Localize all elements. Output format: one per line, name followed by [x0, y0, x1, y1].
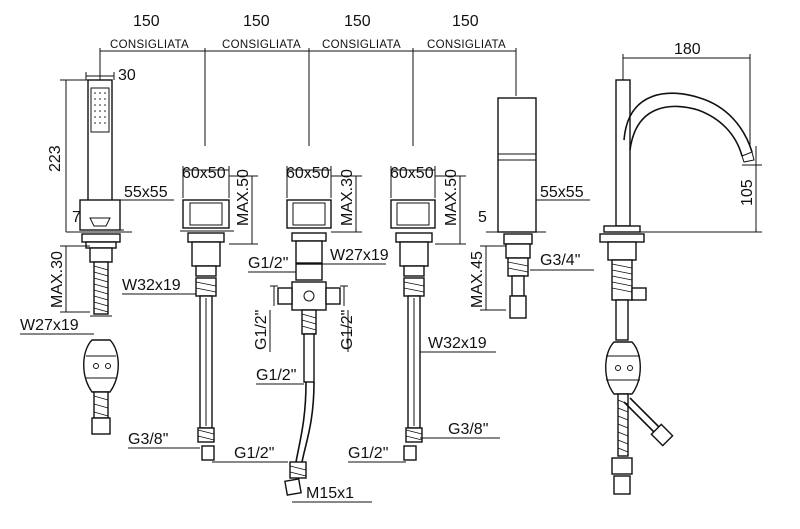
valve-right-outlet-thread: G1/2" [348, 445, 388, 462]
valve-left-nut: W32x19 [122, 277, 181, 294]
spacing-1-value: 150 [133, 13, 160, 30]
shower-holder-size: 55x55 [124, 184, 168, 201]
diverter-left-thread: G1/2" [253, 310, 270, 350]
diverter-nut: W27x19 [330, 247, 389, 264]
spout-body-size: 55x55 [540, 184, 584, 201]
valve-right-handle-size: 60x50 [390, 165, 434, 182]
valve-right-max-height: MAX.50 [443, 169, 460, 226]
diverter-inlet-thread: G1/2" [248, 255, 288, 272]
spout-max-thickness: MAX.45 [469, 251, 486, 308]
valve-right-nut: W32x19 [428, 335, 487, 352]
valve-left-handle-size: 60x50 [182, 165, 226, 182]
shower-holder-gap: 7 [72, 209, 81, 226]
spacing-2-value: 150 [243, 13, 270, 30]
bath-spout: 180 105 [599, 41, 762, 495]
consigliata-1: CONSIGLIATA [110, 39, 189, 51]
diverter-outlet-thread: G1/2" [256, 367, 296, 384]
consigliata-4: CONSIGLIATA [427, 39, 506, 51]
spacing-3-value: 150 [344, 13, 371, 30]
valve-left-max-height: MAX.50 [235, 169, 252, 226]
spout-height: 105 [739, 179, 756, 206]
valve-left-outlet-thread: G1/2" [234, 445, 274, 462]
diverter-valve: 60x50 MAX.30 W27x19 G1/2" G1/2" G1/2" G1… [248, 165, 389, 503]
spout-gap: 5 [478, 209, 487, 226]
valve-right-hose-thread: G3/8" [448, 421, 488, 438]
spout-body: 55x55 5 G3/4" MAX.45 [469, 97, 594, 319]
top-dimension-chain: 150 150 150 150 CONSIGLIATA CONSIGLIATA … [99, 13, 517, 146]
diverter-handle-size: 60x50 [286, 165, 330, 182]
shower-handle-length: 223 [47, 145, 64, 172]
diverter-max-height: MAX.30 [339, 169, 356, 226]
shower-max-thickness: MAX.30 [49, 251, 66, 308]
shower-nut-size: W27x19 [20, 317, 79, 334]
diverter-right-thread: G1/2" [339, 310, 356, 350]
spout-reach: 180 [674, 41, 701, 58]
consigliata-3: CONSIGLIATA [322, 39, 401, 51]
shower-face-dots [94, 92, 106, 124]
hand-shower: 30 223 55x55 7 MAX.30 [20, 67, 174, 435]
spacing-4-value: 150 [452, 13, 479, 30]
shower-handle-diameter: 30 [118, 67, 136, 84]
valve-left-hose-thread: G3/8" [128, 431, 168, 448]
diverter-hose-thread: M15x1 [306, 485, 354, 502]
consigliata-2: CONSIGLIATA [222, 39, 301, 51]
spout-thread: G3/4" [540, 252, 580, 269]
mixer-valve-right: 60x50 MAX.50 W32x19 G3/8" G1/2" [348, 165, 500, 463]
mixer-valve-left: 60x50 MAX.50 W32x19 G3/8" G1/2" [122, 165, 288, 463]
